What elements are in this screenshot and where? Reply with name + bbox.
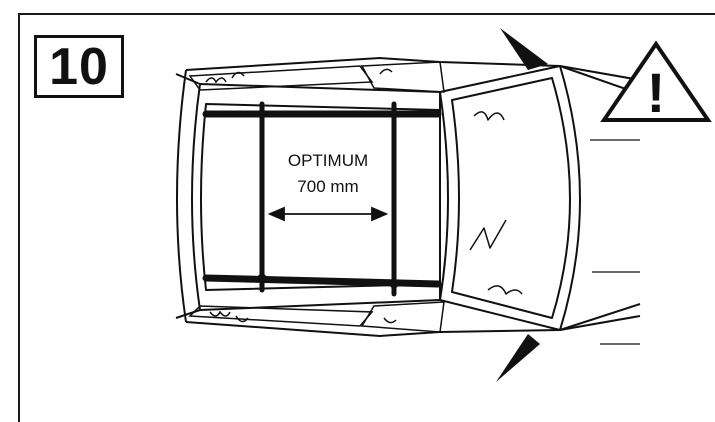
rear-window [188,65,374,327]
mirror-left [500,28,548,70]
roof-rack [202,101,442,297]
windscreen [439,65,581,331]
side-windows [360,61,445,333]
mirror-right [496,334,540,382]
warning-triangle-icon: ! [600,40,712,124]
crossbar-rear [202,274,442,288]
step-number-box: 10 [34,35,124,98]
warning-exclamation: ! [647,61,666,124]
measurement-arrow [267,206,389,222]
mirrors [496,28,548,382]
step-number: 10 [49,37,109,96]
measurement-label-line1: OPTIMUM [288,151,368,170]
measurement-label-line2: 700 mm [297,177,358,196]
figure-frame [18,13,715,422]
